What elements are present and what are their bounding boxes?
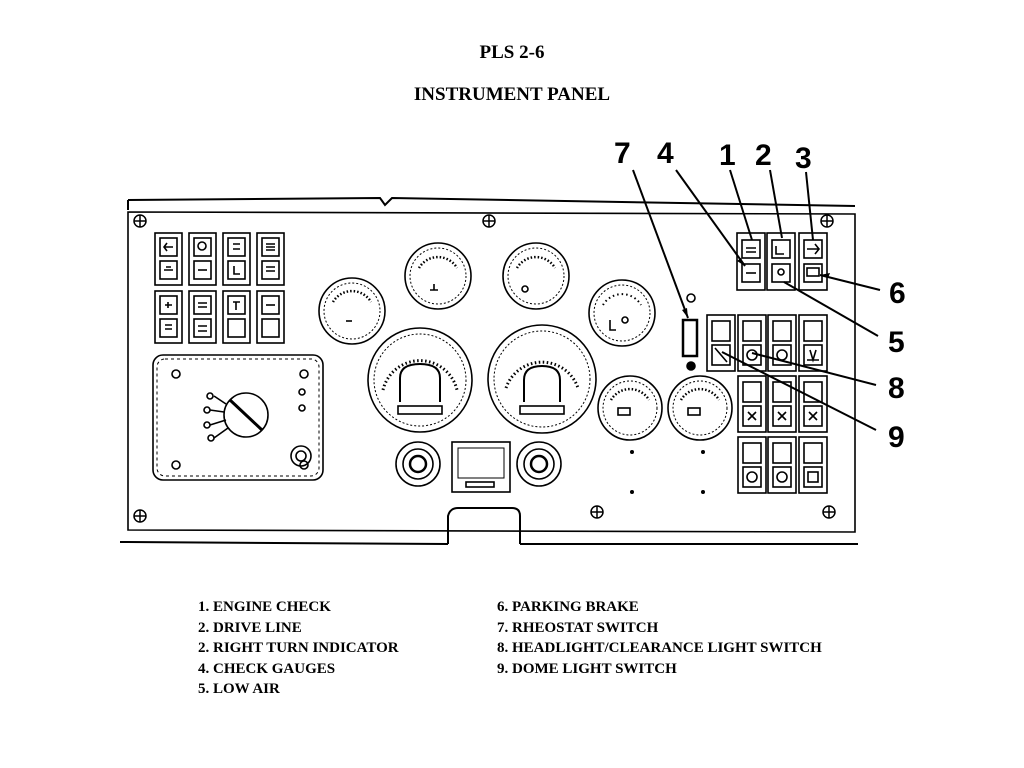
legend-item-rheostat-switch: 7. RHEOSTAT SWITCH [497,619,659,636]
legend-item-drive-line: 2. DRIVE LINE [198,619,302,636]
knob-left [395,441,441,487]
gauge-small-left [318,277,386,345]
legend-item-dome-light-switch: 9. DOME LIGHT SWITCH [497,660,677,677]
legend-item-parking-brake: 6. PARKING BRAKE [497,599,639,615]
callout-leaders [632,169,881,431]
panel-bottom-tab [447,507,521,544]
selector-knob [223,392,269,438]
legend-item-check-gauges: 4. CHECK GAUGES [198,660,336,677]
callout-1: 1 [719,139,736,172]
knob-right [516,441,562,487]
panel-screws [133,214,836,523]
gauge-voltage-left [597,375,663,441]
callout-8: 8 [888,372,905,405]
gauge-small-top-2 [502,242,570,310]
callout-7: 7 [614,137,631,170]
legend-item-low-air: 5. LOW AIR [198,681,280,697]
page-subtitle: INSTRUMENT PANEL [413,84,611,105]
legend-left-column: 1. ENGINE CHECK 2. DRIVE LINE 2. RIGHT T… [198,597,399,700]
rheostat-switch [681,293,699,371]
callout-9: 9 [888,421,905,454]
gauges [318,242,733,441]
legend-item-right-turn-indicator: 2. RIGHT TURN INDICATOR [198,640,399,656]
indicator-lamp-cluster [736,232,828,291]
center-display [451,441,511,493]
selector-button [290,445,312,467]
lower-controls [395,441,562,493]
dashboard-top-contour [127,196,856,207]
legend-item-engine-check: 1. ENGINE CHECK [198,599,331,615]
selector-switch-plate [152,354,324,481]
legend-right-column: 6. PARKING BRAKE 7. RHEOSTAT SWITCH 8. H… [497,597,822,679]
gauge-small-top-1 [404,242,472,310]
panel-border [127,211,856,533]
tachometer [487,324,597,434]
gauge-small-right [588,279,656,347]
speedometer [367,327,473,433]
callout-2: 2 [755,139,772,172]
callout-6: 6 [889,277,906,310]
callout-5: 5 [888,326,905,359]
gauge-voltage-right [667,375,733,441]
legend-item-headlight-switch: 8. HEADLIGHT/CLEARANCE LIGHT SWITCH [497,640,822,656]
page-title: PLS 2-6 [479,42,545,63]
callout-4: 4 [657,137,674,170]
panel-bottom-edge [119,541,858,545]
callout-3: 3 [795,142,812,175]
rocker-switch-grid [706,314,828,494]
warning-light-cluster [154,232,285,344]
